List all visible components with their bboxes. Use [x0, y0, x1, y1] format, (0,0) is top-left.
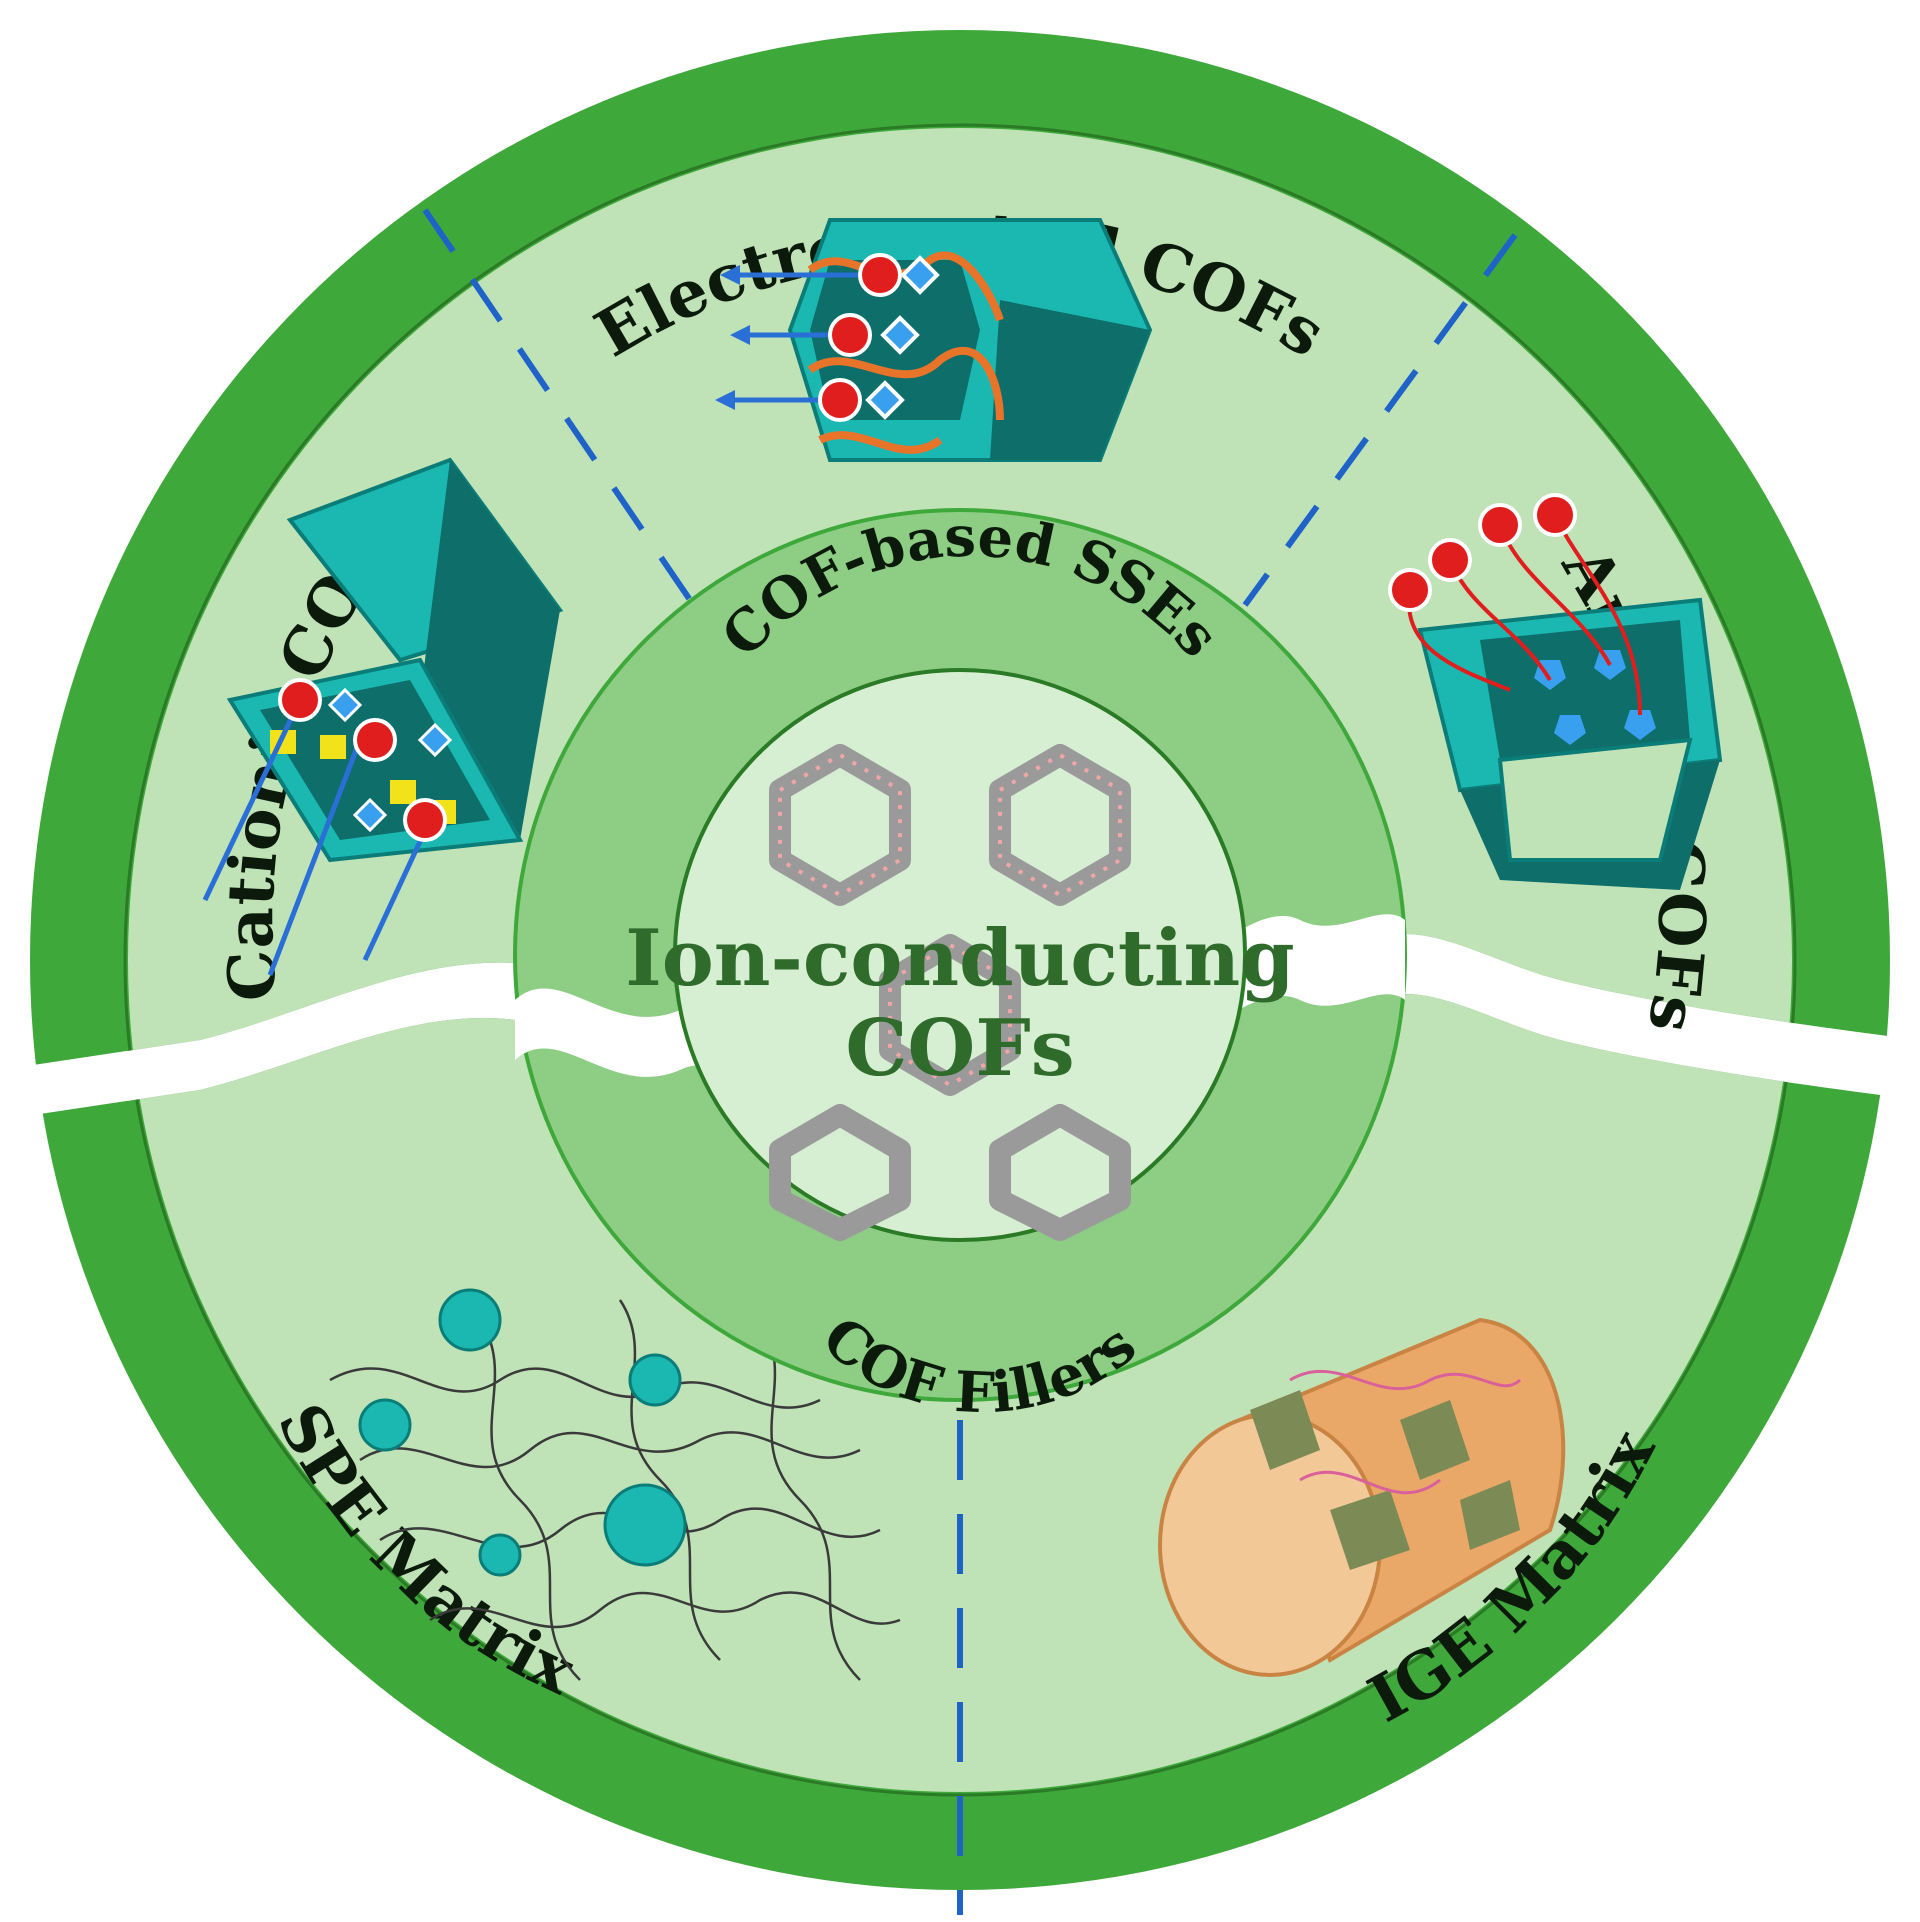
tether-4	[1553, 514, 1642, 716]
cof-block-side	[990, 300, 1150, 460]
cof-crystal	[1460, 1480, 1520, 1550]
anion-icon-3	[865, 380, 905, 420]
spe-matrix-illustration	[329, 1299, 901, 1681]
anion-site-3	[1554, 715, 1586, 745]
anion-icon-2	[417, 722, 453, 758]
lattice-hexagon	[989, 1104, 1131, 1241]
cation-icon-4	[1533, 493, 1577, 537]
lattice-hexagon	[879, 934, 1021, 1096]
cation-icon-1	[858, 253, 902, 297]
lattice-hexagon	[989, 744, 1131, 906]
cof-particle	[438, 1288, 502, 1352]
cof-particle	[358, 1398, 412, 1452]
electroneutral-cof-illustration	[715, 218, 1153, 462]
polymer-chain	[758, 1319, 861, 1681]
polymer-chain-1	[807, 251, 1004, 322]
anion-site-2	[320, 735, 346, 759]
center-label-line-1: Ion-conducting	[625, 913, 1294, 1004]
cation-icon-1	[1388, 568, 1432, 612]
cation-icon-3	[403, 798, 447, 842]
outer-ring-line-bottom	[123, 994, 1797, 1797]
ion-arrow-1	[202, 698, 303, 902]
polymer-chain	[478, 1319, 581, 1681]
ion-arrow-3	[362, 818, 433, 962]
anion-icon-3	[352, 797, 388, 833]
ige-matrix-illustration	[1158, 1317, 1566, 1677]
cof-particle	[603, 1483, 687, 1567]
polymer-chain-3	[818, 431, 943, 454]
cof-crystal	[1250, 1390, 1320, 1470]
cof-pore	[1480, 620, 1690, 760]
ion-arrow-head-3	[715, 390, 735, 410]
cation-icon-2	[1428, 538, 1472, 582]
cof-particle	[478, 1533, 522, 1577]
polymer-chain	[329, 1367, 821, 1409]
outer-ring-line-top	[123, 123, 1797, 1070]
cation-icon-1	[278, 678, 322, 722]
lattice-hexagon	[769, 1104, 911, 1241]
center-label-line-2: COFs	[845, 1003, 1074, 1094]
cation-icon-2	[353, 718, 397, 762]
cation-icon-3	[1478, 503, 1522, 547]
cation-icon-2	[828, 313, 872, 357]
divider-top-right	[1242, 233, 1518, 607]
anion-site-4	[1624, 710, 1656, 740]
cof-crystal	[1400, 1400, 1470, 1480]
cof-filler-particles	[358, 1288, 687, 1577]
ionic-liquid-chain	[1299, 1470, 1441, 1495]
cof-lattice	[769, 744, 1131, 1241]
ion-arrow-2	[267, 739, 363, 976]
ion-arrow-head-1	[720, 265, 740, 285]
anion-icon-1	[327, 687, 363, 723]
cof-particle	[628, 1353, 682, 1407]
cof-opening	[1497, 737, 1693, 862]
ionic-liquid-chain	[1289, 1369, 1522, 1391]
lattice-hexagon	[769, 744, 911, 906]
anion-site-3	[390, 780, 416, 804]
polymer-chain-2	[807, 347, 1004, 421]
ion-arrow-head-2	[730, 325, 750, 345]
polymer-chain	[359, 1431, 861, 1469]
anion-icon-1	[900, 255, 940, 295]
cof-crystal	[1330, 1490, 1410, 1570]
anionic-cof-illustration	[1388, 493, 1723, 890]
anion-icon-2	[880, 315, 920, 355]
cation-icon-3	[818, 378, 862, 422]
polymer-chain	[618, 1299, 721, 1661]
cationic-cof-illustration	[202, 457, 564, 976]
